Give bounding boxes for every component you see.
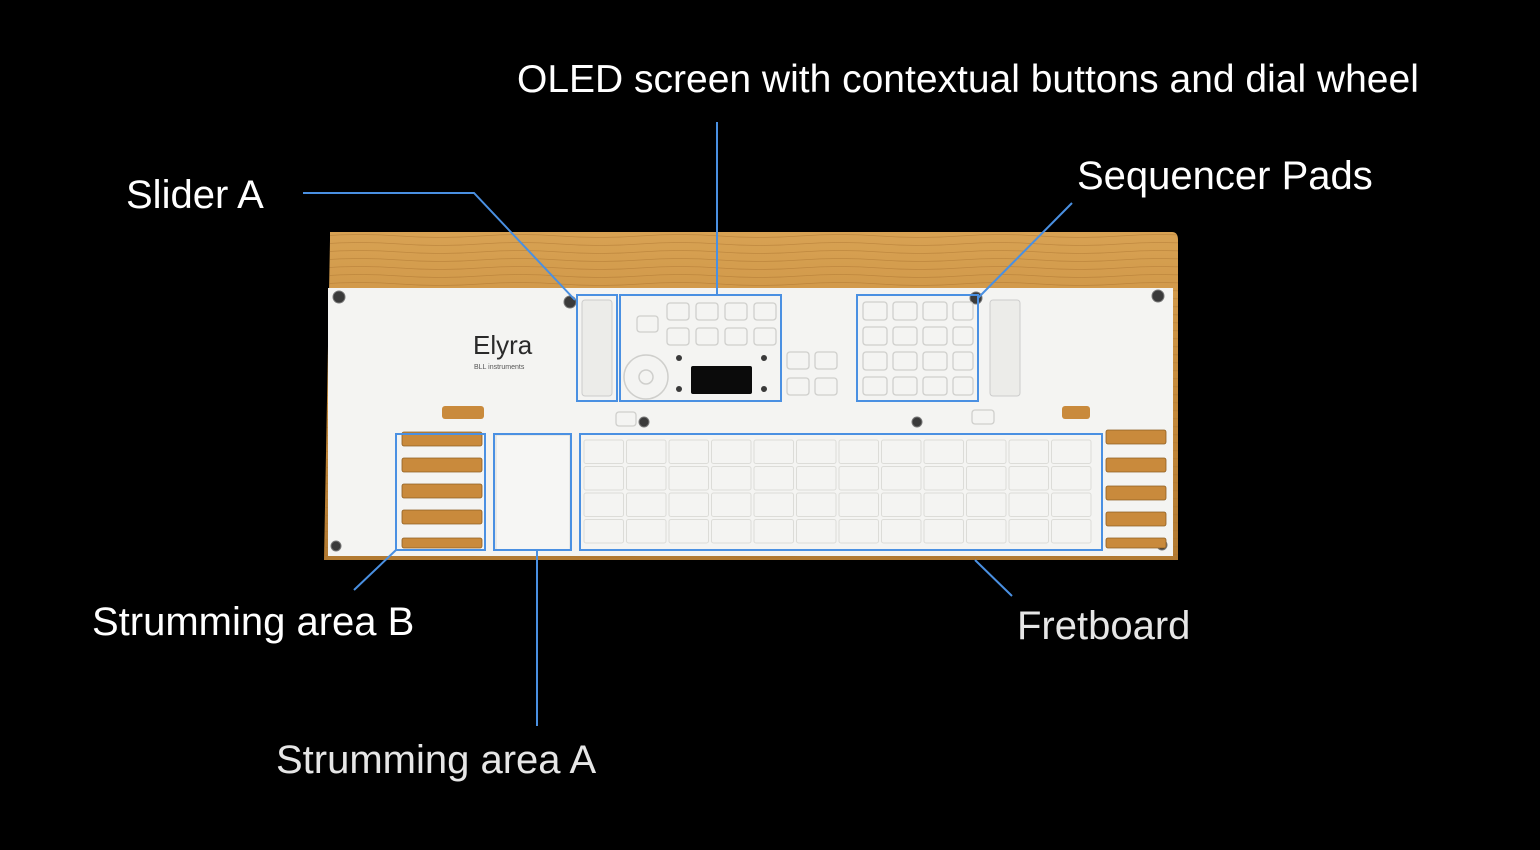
leader-lines (303, 122, 1073, 726)
fret-cell[interactable] (923, 466, 964, 491)
fret-cell[interactable] (1008, 492, 1049, 517)
fret-cell[interactable] (796, 466, 837, 491)
fret-cell[interactable] (711, 439, 752, 464)
fret-cell[interactable] (966, 466, 1007, 491)
oled-screws (676, 355, 767, 392)
sequencer-box (856, 294, 979, 402)
fret-cell[interactable] (753, 492, 794, 517)
fretboard-leader (974, 559, 1013, 597)
slider-a-box (576, 294, 618, 402)
slider-a-label: Slider A (126, 173, 264, 217)
fret-cell[interactable] (1051, 519, 1092, 544)
sequencer-leader (977, 202, 1073, 299)
fret-cell[interactable] (966, 492, 1007, 517)
maker-logo: BLL instruments (474, 364, 525, 371)
fret-cell[interactable] (966, 439, 1007, 464)
strumming-area-a[interactable] (495, 434, 571, 551)
fretboard-grid[interactable] (583, 439, 1092, 544)
wood-accent-left (442, 406, 484, 419)
strumming-b-leader (353, 549, 397, 591)
fretboard-box (579, 433, 1103, 551)
brand-logo: Elyra (473, 330, 533, 360)
callout-boxes (395, 294, 1103, 551)
fret-cell[interactable] (583, 519, 624, 544)
fret-cell[interactable] (583, 439, 624, 464)
fret-cell[interactable] (923, 519, 964, 544)
fret-cell[interactable] (583, 466, 624, 491)
fret-cell[interactable] (1008, 466, 1049, 491)
fret-cell[interactable] (668, 466, 709, 491)
fret-cell[interactable] (881, 519, 922, 544)
oled-box (619, 294, 782, 402)
fret-cell[interactable] (796, 439, 837, 464)
fret-cell[interactable] (881, 439, 922, 464)
fret-cell[interactable] (753, 439, 794, 464)
strumming-b-box (395, 433, 486, 551)
fret-cell[interactable] (1051, 492, 1092, 517)
fret-cell[interactable] (668, 492, 709, 517)
fret-cell[interactable] (711, 466, 752, 491)
fret-cell[interactable] (626, 492, 667, 517)
fret-cell[interactable] (881, 466, 922, 491)
fret-cell[interactable] (711, 519, 752, 544)
fret-cell[interactable] (796, 492, 837, 517)
fret-cell[interactable] (923, 439, 964, 464)
oled-label: OLED screen with contextual buttons and … (517, 58, 1419, 101)
fret-cell[interactable] (1008, 439, 1049, 464)
slider-b[interactable] (989, 299, 1021, 397)
fret-cell[interactable] (838, 466, 879, 491)
dial-wheel[interactable] (623, 354, 669, 400)
strumming-a-box (493, 433, 572, 551)
wood-accent-right (1062, 406, 1090, 419)
fret-cell[interactable] (838, 492, 879, 517)
fret-cell[interactable] (583, 492, 624, 517)
strumming-b-label: Strumming area B (92, 600, 415, 644)
sequencer-pad-grid[interactable] (862, 301, 974, 396)
fret-cell[interactable] (1051, 466, 1092, 491)
fret-cell[interactable] (923, 492, 964, 517)
fret-cell[interactable] (753, 466, 794, 491)
fret-cell[interactable] (881, 492, 922, 517)
slider-a[interactable] (581, 299, 613, 397)
oled-screen (691, 366, 752, 394)
sequencer-pads-label: Sequencer Pads (1077, 154, 1373, 198)
fret-cell[interactable] (838, 439, 879, 464)
slider-a-leader (303, 192, 576, 301)
fret-cell[interactable] (626, 519, 667, 544)
fret-cell[interactable] (626, 439, 667, 464)
fretboard-label: Fretboard (1017, 604, 1191, 648)
strumming-area-b-slats[interactable] (401, 431, 483, 549)
fret-cell[interactable] (668, 439, 709, 464)
fret-cell[interactable] (796, 519, 837, 544)
fret-cell[interactable] (753, 519, 794, 544)
right-wood-slats (1105, 429, 1167, 549)
fret-cell[interactable] (711, 492, 752, 517)
fret-cell[interactable] (1051, 439, 1092, 464)
fret-cell[interactable] (966, 519, 1007, 544)
fret-cell[interactable] (1008, 519, 1049, 544)
strumming-a-label: Strumming area A (276, 738, 597, 782)
fret-cell[interactable] (668, 519, 709, 544)
contextual-buttons[interactable] (615, 302, 995, 427)
fret-cell[interactable] (626, 466, 667, 491)
fret-cell[interactable] (838, 519, 879, 544)
